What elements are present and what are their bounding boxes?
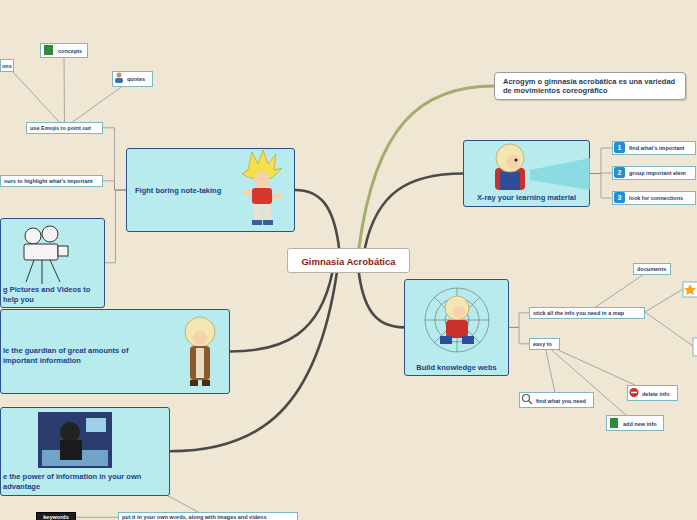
idea-box: Acrogym o gimnasia acrobática es una var…: [494, 72, 686, 100]
node-text: put it in your own words, along with ima…: [122, 514, 294, 520]
idea-box: keywords: [36, 512, 76, 520]
idea-box: put it in your own words, along with ima…: [118, 512, 298, 520]
idea-box: stick all the info you need in a map: [529, 307, 645, 319]
connector-line: [64, 58, 65, 122]
idea-box: concepts: [40, 43, 88, 58]
connector-line: [76, 517, 118, 518]
branch-line: [295, 190, 339, 248]
connector-line: [167, 496, 198, 513]
branch-line: [359, 273, 404, 327]
callout-number: 2: [614, 167, 625, 178]
callout-number: 1: [614, 142, 625, 153]
node-text: Build knowledge webs: [408, 363, 505, 373]
leader-line: [645, 312, 693, 346]
idea-box: find what you need: [519, 392, 594, 408]
idea-box: easy to: [529, 338, 560, 350]
idea-box: ours to highlight what's important: [0, 175, 103, 187]
connector-line: [73, 87, 122, 122]
node-text: le the guardian of great amounts of impo…: [3, 346, 149, 366]
icon-box: [693, 338, 697, 356]
idea-box: documents: [633, 263, 671, 275]
central-topic: Gimnasia Acrobática: [287, 248, 410, 273]
node-text: add new info: [623, 421, 660, 428]
node-text: stick all the info you need in a map: [533, 310, 641, 317]
node-text: g Pictures and Videos to help you: [3, 285, 102, 305]
idea-box: use Emojis to point out: [26, 122, 103, 134]
connector-line: [590, 148, 612, 174]
connector-line: [557, 350, 635, 385]
topic-box: g Pictures and Videos to help you: [0, 218, 105, 308]
node-text: documents: [637, 266, 667, 273]
node-text: use Emojis to point out: [30, 125, 99, 132]
leader-line: [645, 289, 683, 312]
connector-line: [596, 275, 644, 307]
star-icon: [684, 284, 696, 295]
branch-line: [365, 174, 463, 249]
connector-line: [105, 190, 126, 263]
node-text: Fight boring note-taking: [135, 186, 232, 196]
connector-line: [103, 128, 126, 190]
idea-box: quotes: [112, 71, 153, 87]
node-text: keywords: [39, 514, 73, 520]
node-text: find what's important: [629, 145, 693, 152]
node-text: look for connections: [629, 195, 693, 202]
idea-box: add new info: [606, 415, 664, 431]
connector-line: [103, 181, 126, 190]
node-text: X-ray your learning material: [468, 193, 585, 203]
connector-line: [546, 350, 555, 392]
idea-box: delete info: [627, 385, 678, 401]
idea-box: ons: [0, 59, 14, 72]
topic-box: X-ray your learning material: [463, 140, 590, 207]
node-text: group important elem: [629, 170, 693, 177]
connector-line: [509, 313, 529, 328]
connector-line: [13, 72, 59, 122]
branch-line: [230, 273, 332, 352]
node-text: concepts: [58, 48, 84, 55]
connector-line: [509, 327, 529, 343]
node-text: Gimnasia Acrobática: [292, 256, 405, 267]
topic-box: le the guardian of great amounts of impo…: [0, 309, 230, 394]
node-text: find what you need: [536, 398, 590, 405]
connector-line: [590, 174, 612, 199]
node-text: easy to: [533, 341, 556, 348]
topic-box: Fight boring note-taking: [126, 148, 295, 232]
icon-box: [683, 282, 697, 297]
topic-box: e the power of information in your own a…: [0, 407, 170, 496]
node-text: ours to highlight what's important: [4, 178, 99, 185]
node-text: delete info: [642, 391, 674, 398]
node-text: Acrogym o gimnasia acrobática es una var…: [503, 77, 677, 96]
node-text: ons: [2, 63, 12, 70]
node-text: quotes: [127, 76, 149, 83]
callout-number: 3: [614, 192, 625, 203]
node-text: e the power of information in your own a…: [3, 472, 155, 492]
topic-box: Build knowledge webs: [404, 279, 509, 376]
